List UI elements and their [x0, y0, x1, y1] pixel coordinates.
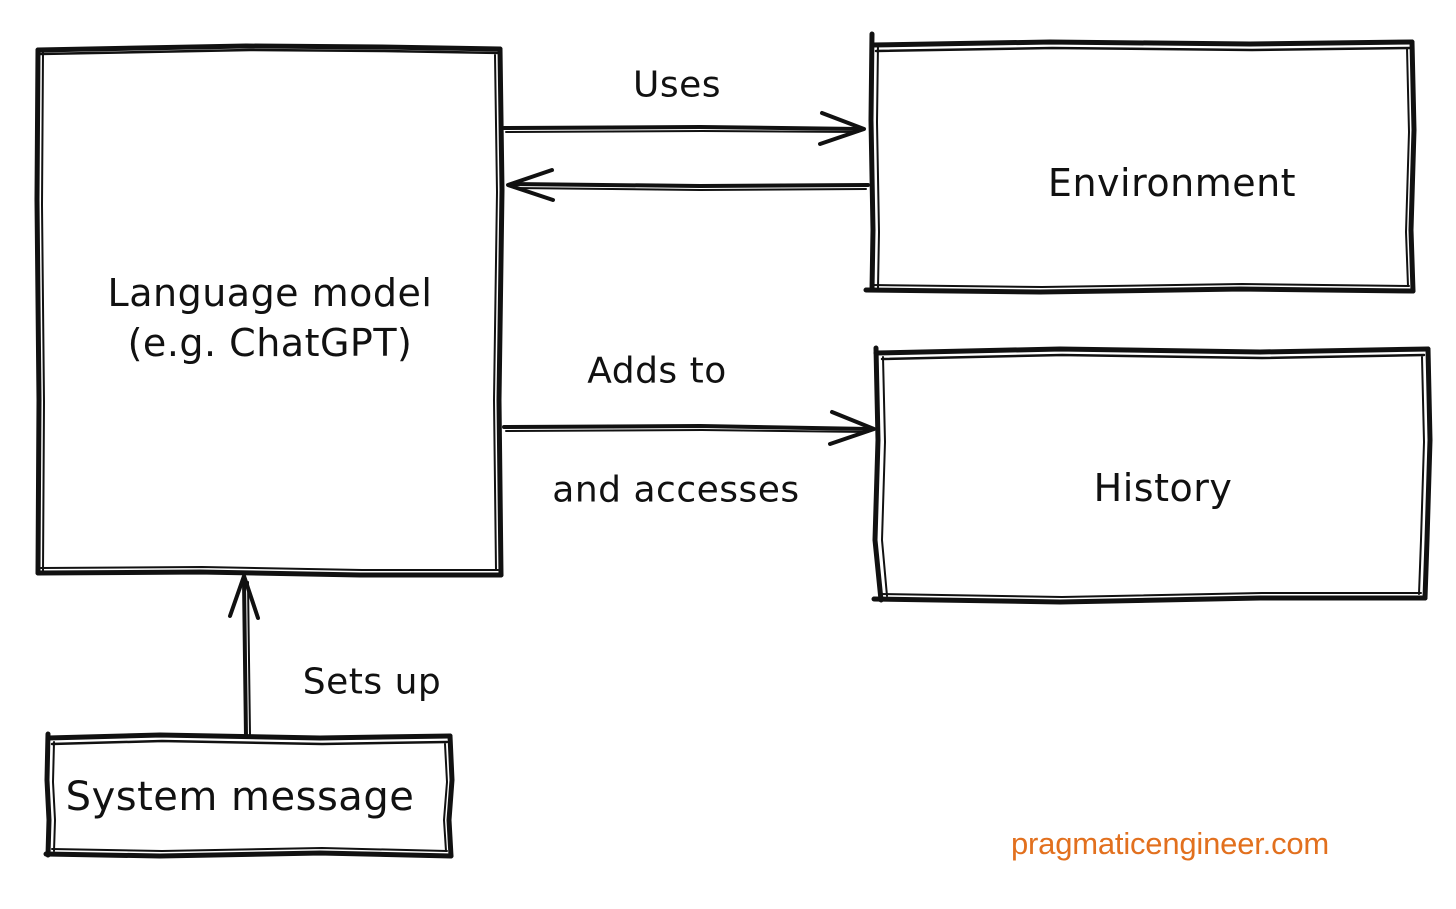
language-model-box-outline: [34, 43, 505, 578]
language-model-label: Language model (e.g. ChatGPT): [107, 270, 433, 365]
history-box-outline: [871, 345, 1433, 605]
environment-label: Environment: [1047, 161, 1297, 205]
arrow-system-message-to-lm: [228, 574, 260, 739]
watermark-pragmaticengineer: pragmaticengineer.com: [1011, 826, 1330, 861]
system-message-label: System message: [65, 774, 415, 820]
arrow-lm-to-environment: [502, 111, 866, 146]
arrow-environment-to-lm: [506, 168, 870, 202]
arrow-lm-to-history: [502, 410, 876, 446]
edge-label-uses: Uses: [632, 64, 722, 106]
history-label: History: [1093, 466, 1233, 510]
edge-label-adds-to: Adds to: [587, 350, 727, 392]
environment-box-outline: [863, 31, 1417, 295]
edge-label-and-accesses: and accesses: [552, 469, 800, 511]
system-message-box-outline: [43, 731, 455, 859]
edge-label-sets-up: Sets up: [302, 661, 442, 703]
